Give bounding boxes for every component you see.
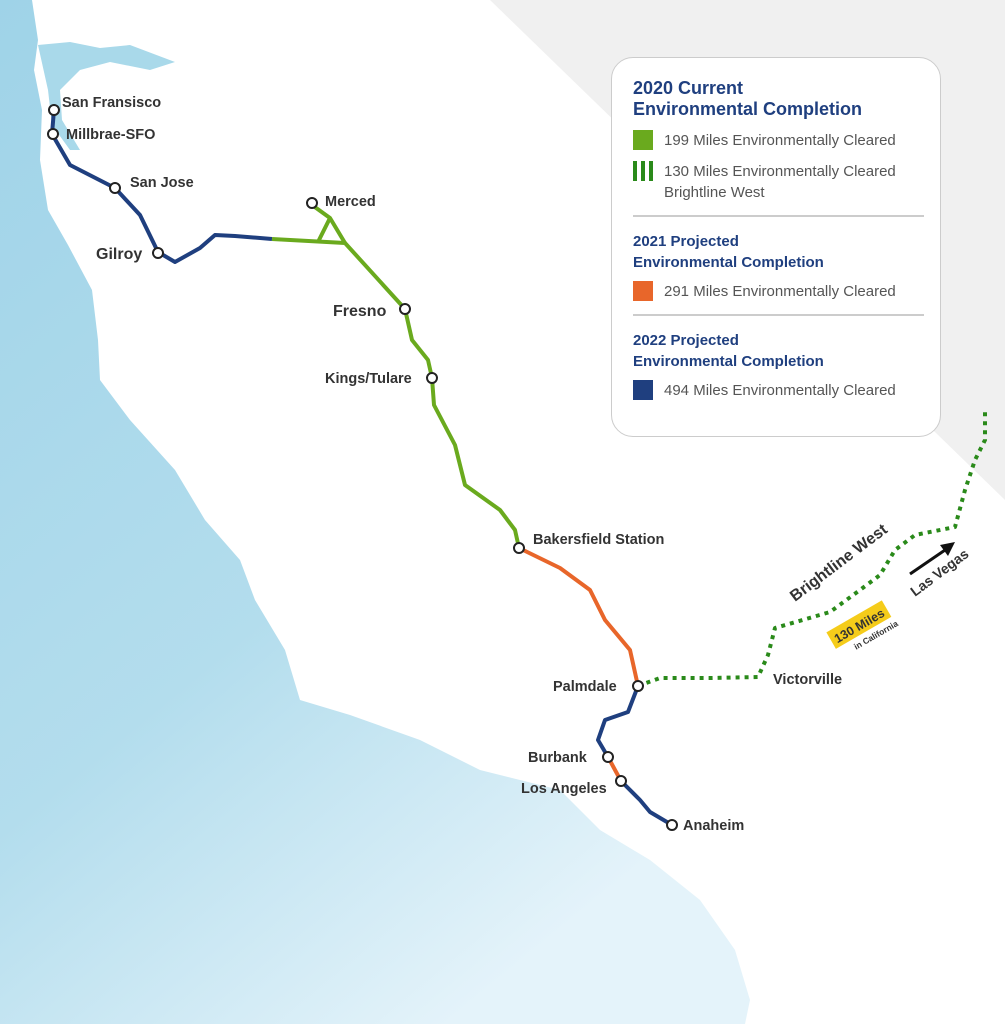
legend: 2020 Current Environmental Completion 19… xyxy=(611,57,941,437)
route-merced-wye2 xyxy=(316,217,332,243)
station-marker[interactable] xyxy=(602,751,614,763)
station-marker[interactable] xyxy=(399,303,411,315)
station-marker[interactable] xyxy=(47,128,59,140)
station-marker[interactable] xyxy=(306,197,318,209)
station-label: San Fransisco xyxy=(62,95,161,111)
station-label: Kings/Tulare xyxy=(325,371,412,387)
las-vegas-arrow xyxy=(909,546,949,576)
route-brightline-west xyxy=(637,412,987,688)
legend-item-navy: 494 Miles Environmentally Cleared xyxy=(633,380,920,401)
legend-item-label: 291 Miles Environmentally Cleared xyxy=(664,283,896,300)
ocean xyxy=(0,0,750,1024)
station-label: Anaheim xyxy=(683,818,744,834)
station-label: San Jose xyxy=(130,175,194,191)
orange-swatch-icon xyxy=(633,281,653,301)
station-label: Palmdale xyxy=(553,679,617,695)
legend-heading-line: Environmental Completion xyxy=(633,254,824,271)
legend-item-label: 130 Miles Environmentally Cleared xyxy=(664,163,896,180)
legend-heading-2021: 2021 Projected Environmental Completion xyxy=(633,231,920,273)
green-swatch-icon xyxy=(633,130,653,150)
legend-heading-line: Environmental Completion xyxy=(633,353,824,370)
station-label: Merced xyxy=(325,194,376,210)
station-label: Millbrae-SFO xyxy=(66,127,155,143)
legend-item-orange: 291 Miles Environmentally Cleared xyxy=(633,281,920,302)
legend-item-dashed: 130 Miles Environmentally Cleared Bright… xyxy=(633,161,920,203)
arrow-head-icon xyxy=(940,542,955,556)
route-gilroy-fresno xyxy=(271,237,407,311)
legend-heading-line: 2022 Projected xyxy=(633,332,739,349)
route-fresno-bakersfield xyxy=(403,308,521,549)
station-label: Los Angeles xyxy=(521,781,607,797)
legend-heading-line: 2021 Projected xyxy=(633,233,739,250)
station-label: Fresno xyxy=(333,303,387,320)
station-marker[interactable] xyxy=(513,542,525,554)
legend-heading-2020: 2020 Current Environmental Completion xyxy=(633,78,920,120)
legend-item-label: 494 Miles Environmentally Cleared xyxy=(664,382,896,399)
station-label: Burbank xyxy=(528,750,588,766)
station-marker[interactable] xyxy=(632,680,644,692)
dashed-green-swatch-icon xyxy=(633,161,653,181)
legend-heading-line: Environmental Completion xyxy=(633,99,863,119)
legend-item-label: Brightline West xyxy=(664,184,765,201)
legend-heading-line: 2020 Current xyxy=(633,78,744,98)
legend-item-green: 199 Miles Environmentally Cleared xyxy=(633,130,920,151)
station-label: Victorville xyxy=(773,672,842,688)
route-palmdale-burbank xyxy=(596,685,640,759)
miles-badge: 130 Miles in California xyxy=(826,600,900,652)
station-label: Gilroy xyxy=(96,246,142,263)
sf-bay xyxy=(38,42,175,150)
legend-item-label: 199 Miles Environmentally Cleared xyxy=(664,132,896,149)
station-marker[interactable] xyxy=(615,775,627,787)
legend-heading-2022: 2022 Projected Environmental Completion xyxy=(633,330,920,372)
route-bakersfield-palmdale xyxy=(518,546,640,687)
station-marker[interactable] xyxy=(426,372,438,384)
legend-divider xyxy=(633,314,924,316)
station-marker[interactable] xyxy=(48,104,60,116)
station-marker[interactable] xyxy=(109,182,121,194)
station-marker[interactable] xyxy=(152,247,164,259)
legend-divider xyxy=(633,215,924,217)
station-marker[interactable] xyxy=(666,819,678,831)
brightline-label: Brightline West xyxy=(787,521,891,605)
station-markers xyxy=(47,104,678,831)
station-label: Bakersfield Station xyxy=(533,532,664,548)
route-la-anaheim xyxy=(619,779,674,827)
navy-swatch-icon xyxy=(633,380,653,400)
